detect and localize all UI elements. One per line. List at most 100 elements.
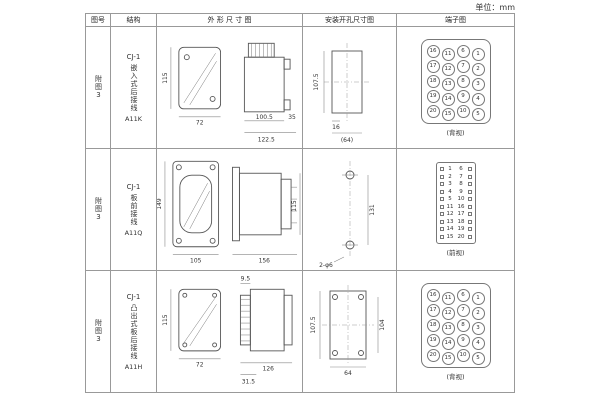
terminal-number: 16 — [457, 203, 465, 210]
header-outline: 外 形 尺 寸 图 — [157, 14, 303, 27]
terminal-view-label-row2: (前视) — [446, 248, 465, 257]
terminal-18: 18 — [426, 74, 440, 88]
terminal-lug — [467, 227, 472, 232]
model-label-row1: CJ-1 — [126, 52, 141, 61]
dim-label: 149 — [157, 198, 163, 210]
terminal-pair-row: 5 10 — [439, 196, 472, 203]
terminal-6: 6 — [456, 288, 470, 302]
terminal-3: 3 — [471, 77, 485, 91]
dim-label: 131 — [369, 204, 376, 216]
terminal-number: 11 — [446, 203, 454, 210]
terminal-2: 2 — [471, 62, 485, 76]
terminal-9: 9 — [456, 333, 470, 347]
terminal-lug — [439, 204, 444, 209]
terminal-17: 17 — [426, 303, 440, 317]
terminal-lug — [439, 167, 444, 172]
dim-label: 72 — [196, 120, 204, 127]
mounting-cell-row3: 107.5 104 64 — [303, 271, 397, 392]
terminal-lug — [439, 227, 444, 232]
terminal-lug — [439, 212, 444, 217]
model-label-row3: CJ-1 — [126, 292, 141, 301]
terminal-15: 15 — [441, 351, 455, 365]
terminal-number: 7 — [459, 173, 463, 180]
terminal-5: 5 — [471, 351, 485, 365]
header-fig: 图号 — [86, 14, 111, 27]
terminal-number: 8 — [459, 181, 463, 188]
header-mounting: 安装开孔尺寸图 — [303, 14, 397, 27]
terminal-lug — [439, 219, 444, 224]
terminal-number: 15 — [446, 233, 454, 240]
terminal-lug — [467, 234, 472, 239]
terminal-11: 11 — [441, 47, 455, 61]
dim-label: 122.5 — [258, 137, 275, 144]
model-label-row2: CJ-1 — [126, 182, 141, 191]
terminal-1: 1 — [471, 291, 485, 305]
terminal-5: 5 — [471, 107, 485, 121]
terminal-lug — [467, 204, 472, 209]
dim-label: 115 — [162, 314, 169, 326]
dim-label: 64 — [344, 370, 352, 377]
terminal-lug — [439, 197, 444, 202]
terminal-number: 4 — [448, 188, 452, 195]
dim-label: 9.5 — [241, 275, 251, 282]
terminal-lug — [467, 212, 472, 217]
mounting-hole-drawing-row2: 131 2-φ6 — [319, 161, 376, 269]
terminal-4: 4 — [471, 336, 485, 350]
structure-row1: CJ-1 嵌入式后接线 A11K — [111, 27, 157, 149]
outline-drawing-row2-front-wired-relay: 149 105 156 115 — [157, 160, 301, 265]
terminal-number: 20 — [457, 233, 465, 240]
terminal-number: 18 — [457, 218, 465, 225]
mounting-hole-drawing-row3: 107.5 104 64 — [310, 285, 386, 377]
terminal-view-label-row1: (背视) — [446, 128, 465, 137]
outline-cell-row1: 115 72 100.5 122.5 35 — [157, 27, 303, 149]
terminal-pins-hatch — [240, 298, 251, 342]
structure-name-row3: 凸出式板后接线 — [130, 303, 138, 360]
terminal-number: 14 — [446, 226, 454, 233]
terminal-lug — [439, 189, 444, 194]
terminal-number: 10 — [457, 196, 465, 203]
dim-label: (64) — [340, 137, 352, 144]
dim-label: 105 — [190, 258, 202, 265]
terminal-17: 17 — [426, 59, 440, 73]
header-terminal: 端子图 — [397, 14, 514, 27]
terminal-13: 13 — [441, 77, 455, 91]
code-label-row1: A11K — [125, 114, 142, 123]
terminal-number: 9 — [459, 188, 463, 195]
dim-label: 31.5 — [242, 379, 255, 386]
terminal-lug — [467, 174, 472, 179]
terminal-lug — [439, 234, 444, 239]
terminal-number: 6 — [459, 166, 463, 173]
fig-label-row1: 附图3 — [94, 75, 103, 100]
terminal-19: 19 — [426, 333, 440, 347]
terminal-number: 13 — [446, 218, 454, 225]
fig-row1: 附图3 — [86, 27, 111, 149]
mounting-hole-drawing-row1: 107.5 16 (64) — [313, 43, 370, 144]
terminal-number: 2 — [448, 173, 452, 180]
dim-label: 107.5 — [310, 316, 317, 333]
terminal-10: 10 — [456, 104, 470, 118]
dim-label: 115 — [162, 72, 169, 84]
terminal-lug — [467, 219, 472, 224]
terminal-number: 5 — [448, 196, 452, 203]
terminal-lug — [467, 197, 472, 202]
terminal-14: 14 — [441, 92, 455, 106]
terminal-3: 3 — [471, 321, 485, 335]
structure-row2: CJ-1 板前接线 A11Q — [111, 149, 157, 271]
outline-cell-row2: 149 105 156 115 — [157, 149, 303, 271]
dim-label: 72 — [196, 362, 204, 369]
terminal-12: 12 — [441, 306, 455, 320]
terminal-pins-hatch — [251, 43, 272, 58]
terminal-15: 15 — [441, 107, 455, 121]
terminal-10: 10 — [456, 348, 470, 362]
